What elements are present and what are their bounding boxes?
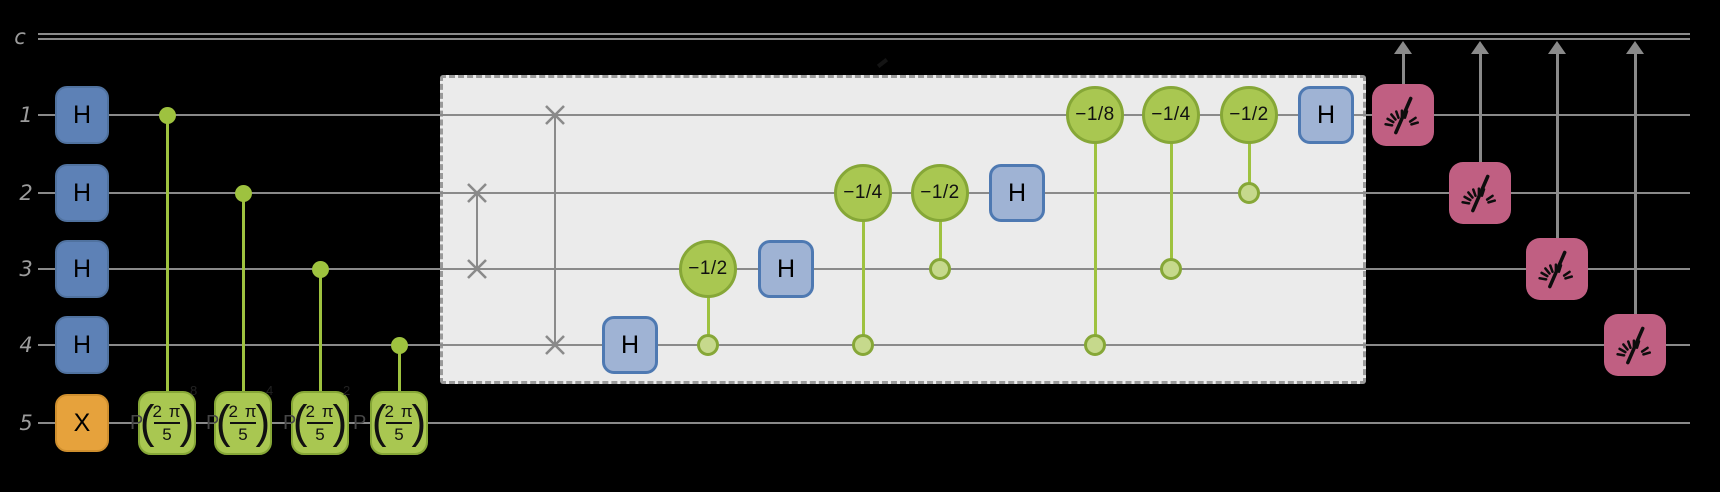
controlled-phase-gate: −1/2 [1220, 86, 1278, 144]
controlled-phase-gate: −1/2 [911, 164, 969, 222]
control-circle [852, 334, 874, 356]
controlled-phase-gate: −1/2 [679, 240, 737, 298]
control-line [706, 269, 710, 345]
control-line [397, 345, 401, 391]
control-line [318, 269, 322, 391]
h-gate: H [55, 86, 109, 144]
gauge-icon [1538, 250, 1574, 289]
gauge-icon [1461, 174, 1497, 213]
qubit-wire-label: 5 [19, 411, 33, 435]
swap-icon [543, 103, 567, 132]
swap-icon [543, 333, 567, 362]
swap-line [476, 193, 478, 269]
close-paren: ) [411, 396, 427, 449]
qft-inverse-block [440, 75, 1366, 384]
control-circle [929, 258, 951, 280]
measure-gate [1604, 314, 1666, 376]
qubit-wire [38, 422, 1690, 424]
qubit-wire-label: 1 [19, 103, 33, 127]
qubit-wire-label: 2 [19, 181, 33, 205]
classical-wire-top [38, 33, 1690, 35]
qubit-wire-label: 4 [19, 333, 33, 357]
gauge-icon [1384, 96, 1420, 135]
close-paren: ) [179, 396, 195, 449]
close-paren: ) [255, 396, 271, 449]
controlled-phase-gate: −1/8 [1066, 86, 1124, 144]
h-gate: H [1298, 86, 1354, 144]
phase-gate-name: P [283, 412, 297, 434]
swap-line [554, 115, 556, 345]
control-line [1247, 115, 1251, 193]
phase-gate-name: P [130, 412, 144, 434]
control-circle [1084, 334, 1106, 356]
measure-gate [1526, 238, 1588, 300]
phase-gate-exponent: 8 [190, 383, 198, 398]
h-gate: H [55, 164, 109, 222]
x-gate: X [55, 394, 109, 452]
h-gate: H [55, 240, 109, 298]
qubit-wire [38, 114, 1690, 116]
qubit-wire-label: 3 [19, 257, 33, 281]
h-gate: H [602, 316, 658, 374]
control-line [861, 193, 865, 345]
h-gate: H [55, 316, 109, 374]
open-paren: ( [292, 396, 308, 449]
measurement-line [1478, 52, 1482, 162]
measurement-arrow [1548, 41, 1566, 54]
swap-icon [465, 181, 489, 210]
close-paren: ) [332, 396, 348, 449]
measurement-line [1633, 52, 1637, 314]
phase-gate-exponent: 4 [266, 383, 274, 398]
measurement-arrow [1394, 41, 1412, 54]
controlled-phase-gate: −1/4 [1142, 86, 1200, 144]
control-circle [697, 334, 719, 356]
measurement-arrow [1626, 41, 1644, 54]
measurement-arrow [1471, 41, 1489, 54]
control-dot [234, 184, 252, 202]
classical-wire-label: c [14, 25, 26, 49]
control-line [1169, 115, 1173, 269]
open-paren: ( [139, 396, 155, 449]
block-label-mark [876, 58, 889, 68]
h-gate: H [758, 240, 814, 298]
control-line [938, 193, 942, 269]
phase-gate-name: P [353, 412, 367, 434]
control-dot [311, 260, 329, 278]
control-circle [1160, 258, 1182, 280]
control-line [241, 193, 245, 391]
control-dot [390, 336, 408, 354]
control-circle [1238, 182, 1260, 204]
measure-gate [1449, 162, 1511, 224]
control-line [1093, 115, 1097, 345]
measurement-line [1555, 52, 1559, 238]
h-gate: H [989, 164, 1045, 222]
control-line [165, 115, 169, 391]
classical-wire-bottom [38, 38, 1690, 40]
gauge-icon [1616, 326, 1652, 365]
phase-gate-exponent: 2 [343, 383, 351, 398]
control-dot [158, 106, 176, 124]
open-paren: ( [371, 396, 387, 449]
measurement-line [1401, 52, 1405, 84]
controlled-phase-gate: −1/4 [834, 164, 892, 222]
measure-gate [1372, 84, 1434, 146]
swap-icon [465, 257, 489, 286]
phase-gate-name: P [206, 412, 220, 434]
open-paren: ( [215, 396, 231, 449]
